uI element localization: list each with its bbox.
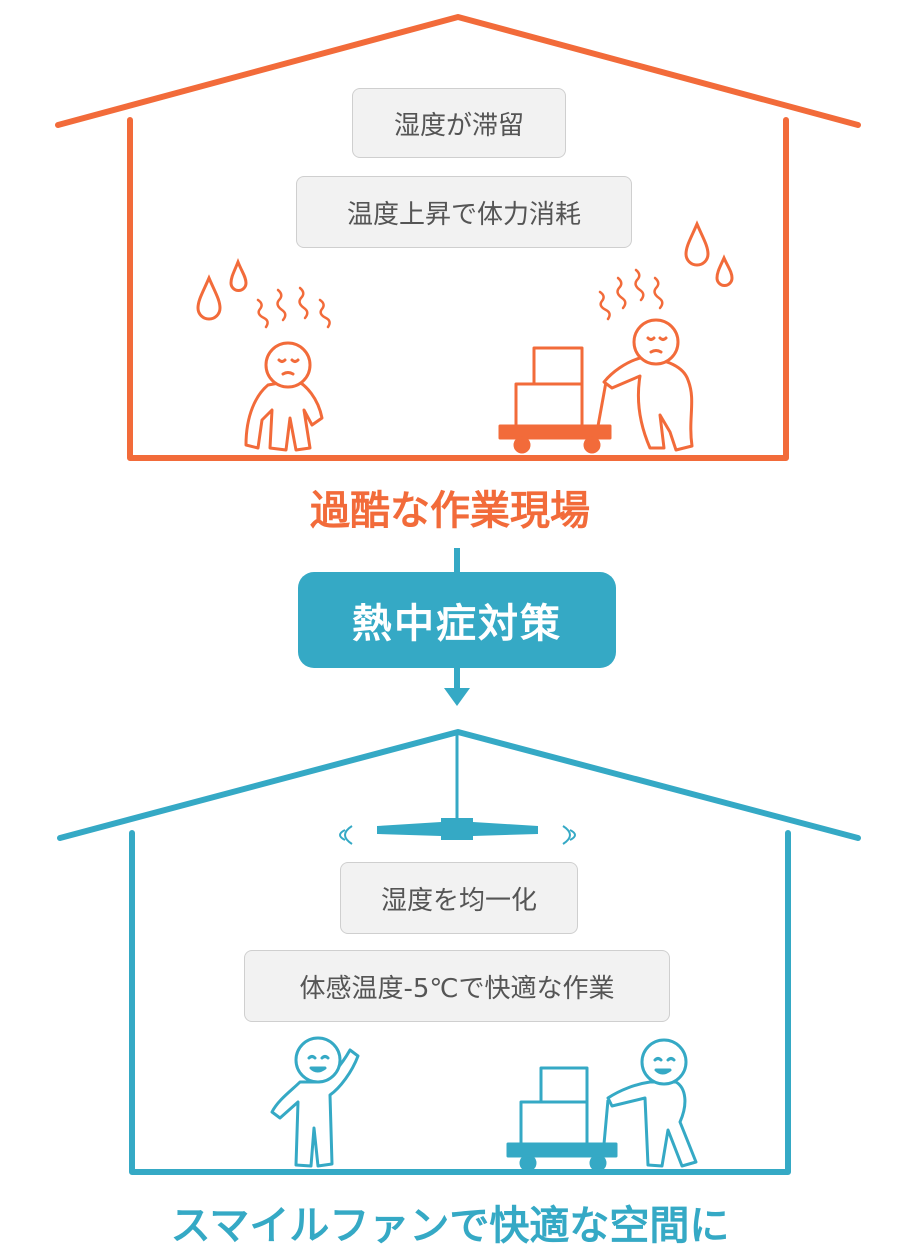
ceiling-fan-icon: [339, 735, 576, 845]
label-temperature-rise: 温度上昇で体力消耗: [296, 176, 632, 248]
label-perceived-temperature: 体感温度-5℃で快適な作業: [244, 950, 670, 1022]
cool-house-walls: [129, 830, 791, 1175]
hot-house-roof: [55, 14, 861, 128]
happy-worker-right: [606, 1038, 698, 1168]
cool-house: [57, 729, 861, 1175]
heat-waves-right-icon: [598, 268, 664, 321]
heat-waves-left-icon: [256, 286, 331, 329]
cool-house-roof: [57, 729, 861, 841]
happy-worker-left: [270, 1036, 360, 1168]
tired-worker-right: [602, 318, 694, 452]
sweat-drops-right-icon: [684, 220, 734, 287]
sweat-drops-left-icon: [196, 257, 248, 321]
label-humidity-uniform: 湿度を均一化: [340, 862, 578, 934]
hot-caption: 過酷な作業現場: [310, 488, 590, 534]
cool-caption: スマイルファンで快適な空間に: [170, 1203, 730, 1249]
flow-arrow: [444, 548, 470, 706]
cart-with-boxes-hot: [498, 346, 612, 454]
cart-with-boxes-cool: [506, 1066, 618, 1172]
tired-worker-left: [244, 341, 324, 452]
hot-house: [55, 14, 861, 461]
heatstroke-measures-box: 熱中症対策: [298, 572, 616, 668]
hot-house-walls: [127, 117, 789, 461]
label-humidity-stagnant: 湿度が滞留: [352, 88, 566, 158]
